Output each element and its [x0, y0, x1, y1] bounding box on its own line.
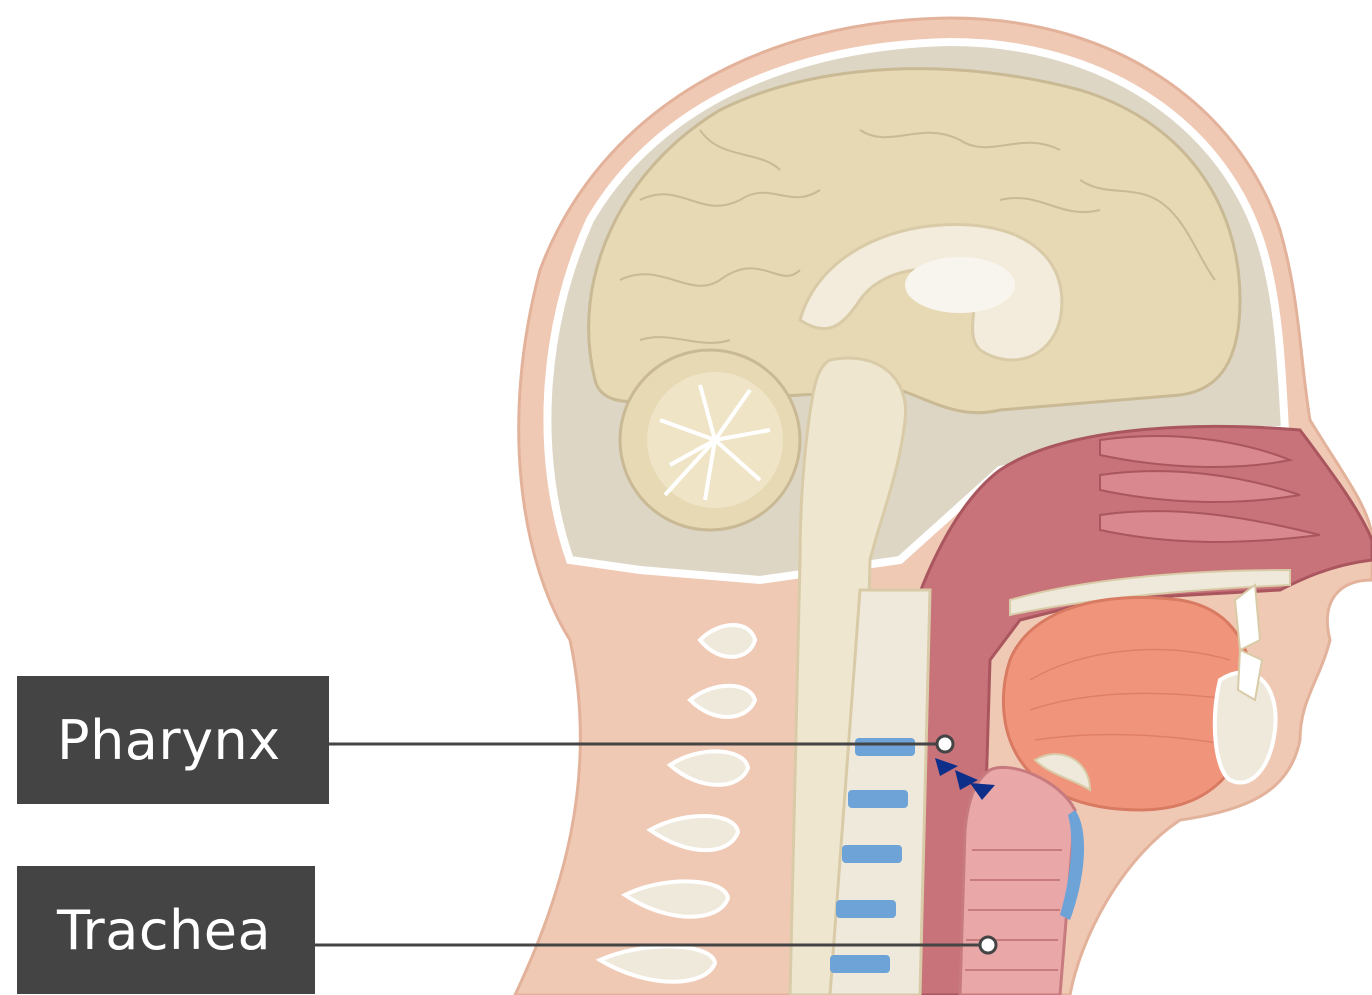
- pharynx-label: Pharynx: [17, 676, 329, 804]
- cerebellum: [620, 350, 800, 530]
- larynx-trachea: [960, 767, 1075, 995]
- pharynx-label-text: Pharynx: [57, 709, 281, 772]
- lateral-ventricle: [905, 257, 1015, 313]
- trachea-label-text: Trachea: [57, 899, 271, 962]
- trachea-label: Trachea: [17, 866, 315, 994]
